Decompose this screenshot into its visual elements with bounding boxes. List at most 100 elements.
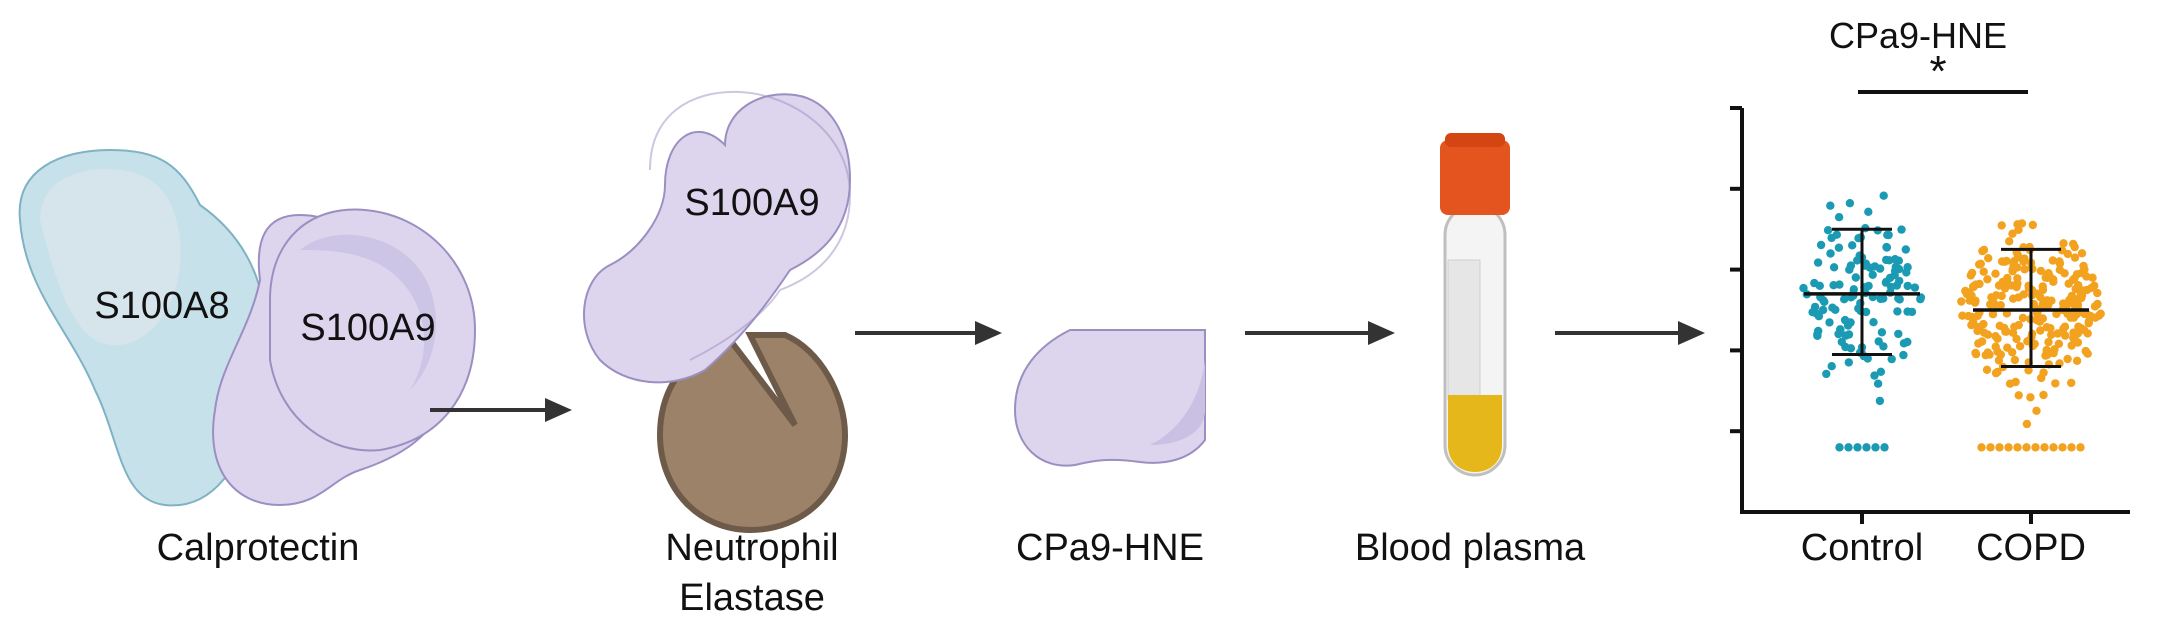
data-point <box>2052 309 2061 319</box>
data-point <box>2002 327 2011 336</box>
data-points <box>1799 191 2105 452</box>
data-point <box>1871 443 1880 452</box>
data-point <box>1877 328 1887 337</box>
data-point <box>2019 290 2029 299</box>
data-point <box>2080 265 2089 274</box>
data-point <box>1894 294 1903 303</box>
data-point <box>1991 368 2001 378</box>
blood-plasma-caption: Blood plasma <box>1355 527 1586 569</box>
data-point <box>1969 282 1978 291</box>
s100a9-cleaved-label: S100A9 <box>684 182 819 224</box>
data-point <box>1861 307 1871 317</box>
cpa9-hne-caption: CPa9-HNE <box>1016 527 1204 569</box>
data-point <box>2058 443 2067 452</box>
data-point <box>2070 242 2079 252</box>
data-point <box>2011 377 2020 387</box>
s100a9-cleaved-shape-2 <box>649 90 852 361</box>
data-point <box>1977 443 1986 452</box>
data-point <box>2013 220 2022 229</box>
arrow-2 <box>855 321 1002 345</box>
data-point <box>1916 295 1925 304</box>
data-point <box>2093 299 2102 309</box>
data-point <box>1883 230 1892 240</box>
data-point <box>2049 443 2058 452</box>
data-point <box>1978 246 1987 256</box>
data-point <box>2004 443 2013 452</box>
data-point <box>2090 281 2099 290</box>
data-point <box>2067 443 2076 452</box>
data-point <box>2018 313 2028 323</box>
data-point <box>2000 284 2010 293</box>
data-point <box>1843 321 1853 330</box>
data-point <box>1829 263 1839 272</box>
data-point <box>1823 226 1833 235</box>
data-point <box>2009 260 2018 270</box>
data-point <box>1828 303 1837 312</box>
data-point <box>1875 264 1885 273</box>
data-point <box>1903 281 1912 291</box>
arrow-1 <box>430 398 572 422</box>
data-point <box>1980 328 1989 337</box>
data-point <box>2064 279 2073 288</box>
data-point <box>2013 250 2023 260</box>
data-point <box>1961 286 1970 296</box>
data-point <box>2044 337 2053 347</box>
data-point <box>1882 255 1891 265</box>
data-point <box>1975 279 1984 289</box>
data-point <box>2072 356 2082 365</box>
data-point <box>2020 265 2029 274</box>
data-point <box>1969 317 1978 326</box>
data-point <box>1879 191 1888 200</box>
y-ticks <box>1730 106 1742 434</box>
data-point <box>1893 307 1902 316</box>
data-point <box>1988 310 1998 319</box>
data-point <box>1869 318 1878 327</box>
data-point <box>1901 245 1911 254</box>
data-point <box>2032 406 2041 415</box>
data-point <box>2051 379 2060 388</box>
data-point <box>1973 326 1982 336</box>
data-point <box>2053 329 2062 338</box>
chart-title: CPa9-HNE <box>1829 15 2007 56</box>
data-point <box>1848 241 1857 250</box>
data-point <box>1993 334 2002 343</box>
data-point <box>1816 240 1826 250</box>
data-point <box>1820 297 1829 306</box>
data-point <box>2022 443 2031 452</box>
data-point <box>1844 358 1854 367</box>
data-point <box>2045 272 2054 281</box>
data-point <box>1981 351 1990 360</box>
data-point <box>2008 328 2018 337</box>
arrow-4 <box>1555 321 1705 345</box>
s100a8-label: S100A8 <box>94 285 229 327</box>
data-point <box>1986 443 1995 452</box>
data-point <box>2070 253 2080 262</box>
x-tick-label-copd: COPD <box>1976 527 2086 569</box>
calprotectin-complex: S100A8 S100A9 Calprotectin <box>18 148 477 569</box>
data-point <box>2010 355 2020 365</box>
data-point <box>2037 373 2046 383</box>
data-point <box>2038 285 2048 295</box>
x-ticks <box>1860 512 2033 524</box>
data-point <box>1958 311 1967 320</box>
data-point <box>2049 348 2058 358</box>
cpa9-hne-fragment-shape <box>1013 329 1206 467</box>
data-point <box>2061 331 2070 340</box>
data-point <box>2063 354 2072 364</box>
data-point <box>1876 294 1885 304</box>
data-point <box>2071 284 2080 294</box>
data-point <box>2077 324 2086 333</box>
data-point <box>1957 297 1966 306</box>
plasma-fill <box>1448 395 1502 472</box>
data-point <box>2076 443 2085 452</box>
data-point <box>2008 229 2017 238</box>
tube-cap-top <box>1445 133 1505 147</box>
dot-plot: CPa9-HNE * Control COPD <box>1730 15 2130 569</box>
data-point <box>2014 391 2023 400</box>
data-point <box>2055 259 2065 268</box>
data-point <box>2024 366 2033 375</box>
data-point <box>2026 393 2035 402</box>
data-point <box>1827 362 1836 371</box>
data-point <box>2028 220 2038 230</box>
